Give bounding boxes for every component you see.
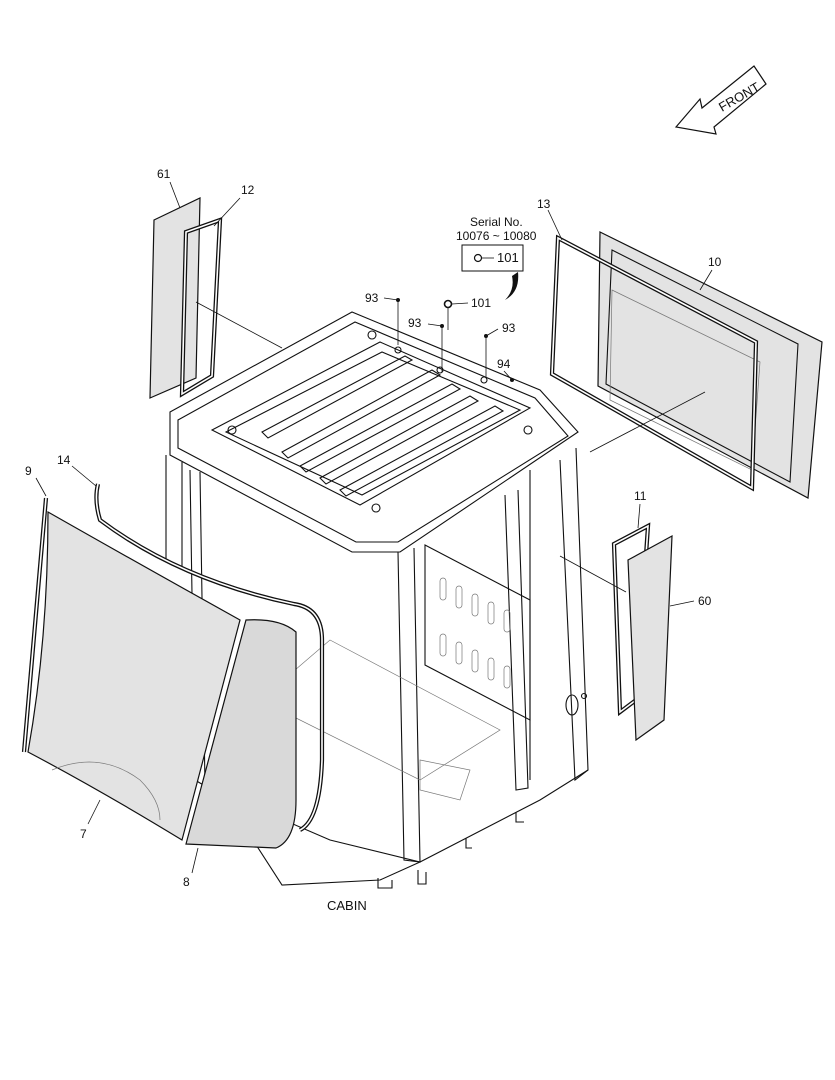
part-14-seal: [94, 483, 325, 832]
callout-9: 9: [25, 464, 32, 478]
callout-7: 7: [80, 827, 87, 841]
part-7-glass: [27, 510, 241, 841]
part-60-glass: [627, 534, 673, 742]
front-direction-arrow-icon: FRONT: [674, 65, 767, 135]
part-9-seal: [21, 497, 49, 753]
callout-61: 61: [157, 167, 171, 181]
callout-14: 14: [57, 453, 71, 467]
part-13-seal: [549, 234, 759, 492]
bolt-icon: [473, 253, 483, 263]
callout-94: 94: [497, 357, 511, 371]
callout-93-a: 93: [365, 291, 379, 305]
serial-note-range: 10076 ~ 10080: [456, 229, 537, 243]
callout-11: 11: [634, 489, 647, 503]
callout-93-c: 93: [502, 321, 516, 335]
callout-leaders: [35, 181, 713, 874]
callout-8: 8: [183, 875, 190, 889]
callout-10: 10: [708, 255, 722, 269]
part-12-seal: [179, 216, 223, 398]
diagram-title: CABIN: [327, 898, 367, 913]
callout-13: 13: [537, 197, 551, 211]
serial-note: Serial No. 10076 ~ 10080 101: [456, 215, 537, 300]
callout-12: 12: [241, 183, 255, 197]
callout-60: 60: [698, 594, 712, 608]
callout-93-b: 93: [408, 316, 422, 330]
part-10-glass: [597, 231, 823, 499]
serial-note-pointer-icon: [505, 272, 519, 300]
serial-note-part-number: 101: [497, 250, 519, 265]
serial-note-title: Serial No.: [470, 215, 523, 229]
part-8-glass: [185, 619, 297, 849]
callouts: 61 12 13 10 93 93 93 101 94 9 14 11 60 7…: [25, 167, 722, 889]
callout-101: 101: [471, 296, 491, 310]
